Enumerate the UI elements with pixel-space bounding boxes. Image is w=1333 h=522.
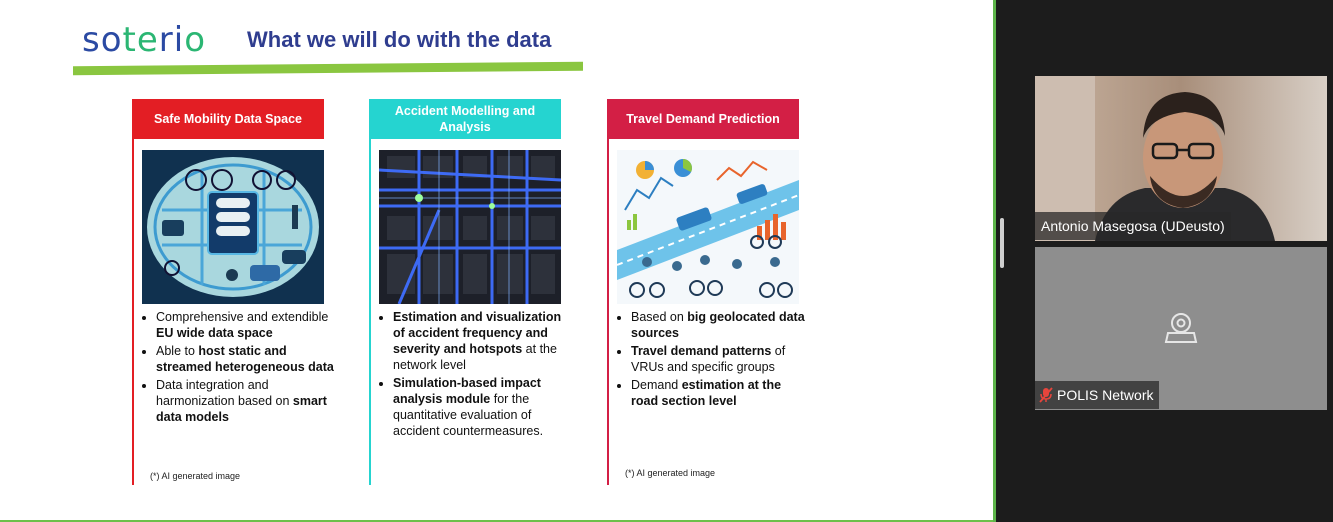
network-map-illustration [379,150,561,304]
bullet-list: Based on big geolocated data sources Tra… [617,309,809,411]
column-header: Travel Demand Prediction [607,99,799,139]
bullet-list: Estimation and visualization of accident… [379,309,571,441]
list-item: Travel demand patterns of VRUs and speci… [631,343,809,375]
panel-resize-handle[interactable] [1000,218,1004,268]
mic-muted-icon [1039,387,1053,403]
column-travel-demand: Travel Demand Prediction [607,99,805,485]
column-header: Accident Modelling and Analysis [369,99,561,139]
column-data-space: Safe Mobility Data Space [132,99,334,485]
column-header: Safe Mobility Data Space [132,99,324,139]
list-item: Based on big geolocated data sources [631,309,809,341]
participant-name-text: POLIS Network [1057,387,1154,403]
list-item: Data integration and harmonization based… [156,377,334,425]
speaker-name-label: Antonio Masegosa (UDeusto) [1035,212,1231,240]
camera-off-icon [1164,313,1198,343]
list-item: Able to host static and streamed heterog… [156,343,334,375]
column-accident-modelling: Accident Modelling and Analysis [369,99,561,485]
presentation-slide: soterio What we will do with the data Sa… [0,0,993,522]
list-item: Demand estimation at the road section le… [631,377,809,409]
title-underline [73,61,583,76]
column-rule [369,139,371,485]
column-rule [132,139,134,485]
participant-name-label: POLIS Network [1035,381,1160,409]
bullet-list: Comprehensive and extendible EU wide dat… [142,309,334,427]
list-item: Comprehensive and extendible EU wide dat… [156,309,334,341]
list-item: Estimation and visualization of accident… [393,309,571,373]
ai-image-note: (*) AI generated image [625,468,716,478]
ai-image-note: (*) AI generated image [150,471,241,481]
list-item: Simulation-based impact analysis module … [393,375,571,439]
slide-title: What we will do with the data [247,27,552,52]
column-rule [607,139,609,485]
travel-demand-illustration [617,150,799,304]
soteria-logo: soterio [82,20,207,60]
slide-border [993,0,996,522]
data-space-illustration [142,150,324,304]
